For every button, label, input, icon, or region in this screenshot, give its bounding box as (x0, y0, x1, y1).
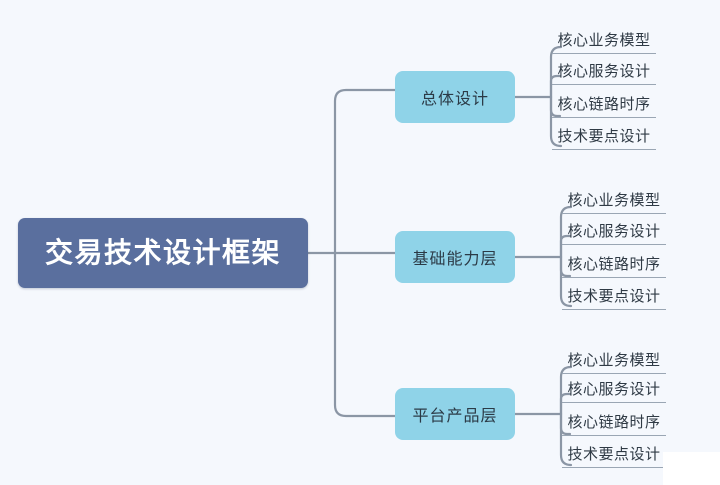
leaf-node-1-3-label: 核心链路时序 (557, 96, 651, 113)
leaf-node-3-4-label: 技术要点设计 (567, 446, 661, 463)
leaf-node-3-3[interactable]: 核心链路时序 (562, 410, 666, 436)
leaf-node-1-1[interactable]: 核心业务模型 (552, 28, 656, 54)
leaf-node-1-4[interactable]: 技术要点设计 (552, 124, 656, 150)
root-node-label: 交易技术设计框架 (44, 237, 281, 268)
leaf-node-1-2[interactable]: 核心服务设计 (552, 59, 656, 85)
leaf-node-3-4[interactable]: 技术要点设计 (562, 442, 666, 468)
leaf-node-3-3-label: 核心链路时序 (567, 414, 661, 431)
leaf-node-3-2[interactable]: 核心服务设计 (562, 377, 666, 403)
branch-node-3-label: 平台产品层 (412, 408, 498, 425)
leaf-node-1-4-label: 技术要点设计 (557, 128, 651, 145)
leaf-node-1-3[interactable]: 核心链路时序 (552, 92, 656, 118)
leaf-node-1-2-label: 核心服务设计 (557, 63, 651, 80)
root-node[interactable]: 交易技术设计框架 (18, 218, 308, 288)
leaf-node-2-2[interactable]: 核心服务设计 (562, 219, 666, 245)
leaf-node-2-1-label: 核心业务模型 (567, 192, 661, 209)
leaf-node-2-2-label: 核心服务设计 (567, 223, 661, 240)
leaf-node-3-2-label: 核心服务设计 (567, 381, 661, 398)
corner-patch (663, 452, 720, 485)
branch-node-1-label: 总体设计 (420, 91, 489, 108)
branch-node-3[interactable]: 平台产品层 (395, 388, 515, 440)
leaf-node-2-4-label: 技术要点设计 (567, 288, 661, 305)
leaf-node-2-1[interactable]: 核心业务模型 (562, 188, 666, 214)
branch-node-1[interactable]: 总体设计 (395, 71, 515, 123)
leaf-node-1-1-label: 核心业务模型 (557, 32, 651, 49)
leaf-node-2-4[interactable]: 技术要点设计 (562, 284, 666, 310)
branch-node-2-label: 基础能力层 (412, 251, 498, 268)
branch-node-2[interactable]: 基础能力层 (395, 231, 515, 283)
leaf-node-2-3-label: 核心链路时序 (567, 256, 661, 273)
leaf-node-3-1-label: 核心业务模型 (567, 352, 661, 369)
edge-root-to-branch-3 (333, 251, 397, 418)
leaf-node-2-3[interactable]: 核心链路时序 (562, 252, 666, 278)
leaf-node-3-1[interactable]: 核心业务模型 (562, 348, 666, 374)
edge-root-to-branch-1 (333, 88, 397, 255)
